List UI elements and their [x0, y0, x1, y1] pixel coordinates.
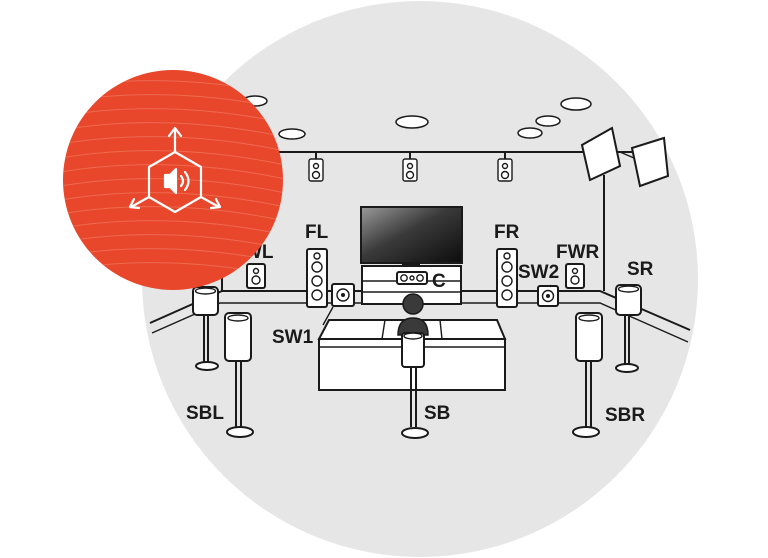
speaker-icon — [128, 126, 222, 214]
label-sbr: SBR — [605, 405, 645, 426]
height-speaker — [497, 152, 513, 182]
center-speaker — [396, 271, 428, 285]
label-sb: SB — [424, 403, 450, 424]
surround-back-speaker — [401, 332, 429, 439]
front-right-speaker — [496, 248, 518, 308]
front-left-speaker — [306, 248, 328, 308]
listener-head — [397, 293, 429, 336]
surround-back-left-speaker — [224, 312, 254, 438]
label-fr: FR — [494, 222, 520, 243]
surround-back-right-speaker — [572, 312, 603, 438]
height-speakers — [308, 152, 513, 182]
height-speaker — [402, 152, 418, 182]
ceiling-speaker — [560, 97, 592, 111]
ceiling-speakers — [242, 95, 592, 140]
top-right-speakers — [580, 126, 670, 188]
tv-screen — [360, 206, 463, 264]
label-sw1: SW1 — [272, 327, 314, 348]
label-fl: FL — [305, 222, 329, 243]
tv-stand — [360, 206, 463, 305]
label-sw2: SW2 — [518, 262, 559, 283]
ceiling-speaker — [395, 115, 429, 129]
surround-right-speaker — [615, 284, 642, 373]
height-speaker — [308, 152, 324, 182]
subwoofer-2 — [537, 285, 559, 307]
ceiling-speaker — [535, 115, 561, 127]
ceiling-speaker — [517, 127, 543, 139]
label-c: C — [432, 271, 446, 292]
front-wide-left-speaker — [246, 263, 266, 289]
label-sr: SR — [627, 259, 654, 280]
front-wide-right-speaker — [565, 263, 585, 289]
subwoofer-1 — [331, 283, 355, 307]
ceiling-speaker — [278, 128, 306, 140]
label-sbl: SBL — [186, 403, 224, 424]
surround-left-speaker — [192, 286, 219, 371]
label-fwr: FWR — [556, 242, 600, 263]
